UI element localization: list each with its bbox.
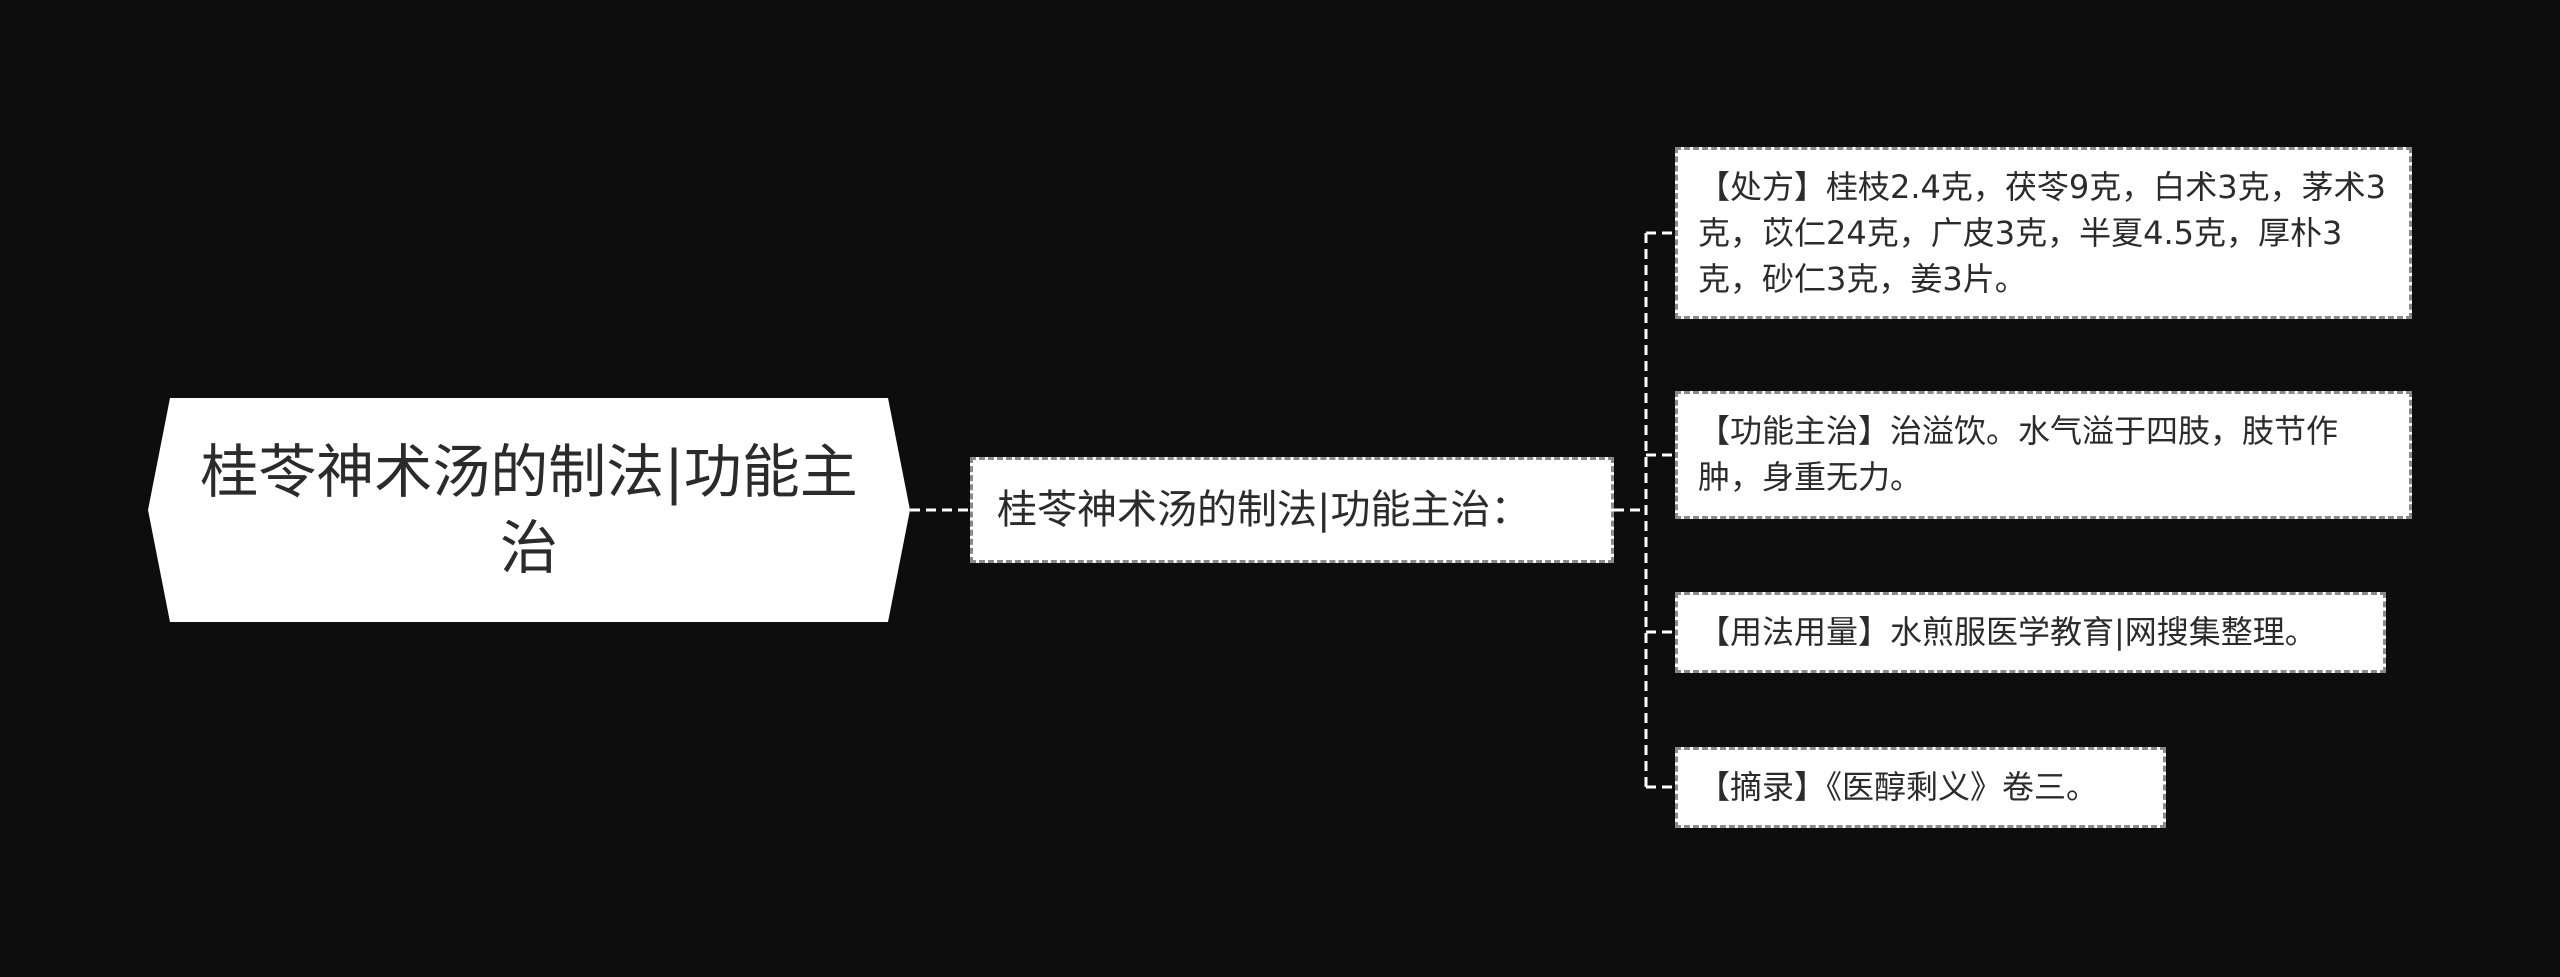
leaf-node-label: 【功能主治】治溢饮。水气溢于四肢，肢节作肿，身重无力。 [1698,412,2339,496]
leaf-node-prescription[interactable]: 【处方】桂枝2.4克，茯苓9克，白术3克，茅术3克，苡仁24克，广皮3克，半夏4… [1675,147,2412,319]
root-node[interactable]: 桂苓神术汤的制法|功能主治 [148,398,910,622]
leaf-node-label: 【处方】桂枝2.4克，茯苓9克，白术3克，茅术3克，苡仁24克，广皮3克，半夏4… [1698,168,2386,298]
leaf-node-indications[interactable]: 【功能主治】治溢饮。水气溢于四肢，肢节作肿，身重无力。 [1675,391,2412,519]
leaf-node-source[interactable]: 【摘录】《医醇剩义》卷三。 [1675,747,2166,828]
mid-node-label: 桂苓神术汤的制法|功能主治： [997,487,1531,533]
leaf-node-label: 【摘录】《医醇剩义》卷三。 [1698,768,2099,806]
root-node-label: 桂苓神术汤的制法|功能主治 [200,438,858,582]
leaf-node-label: 【用法用量】水煎服医学教育|网搜集整理。 [1698,613,2317,651]
leaf-node-usage[interactable]: 【用法用量】水煎服医学教育|网搜集整理。 [1675,592,2386,673]
mid-node[interactable]: 桂苓神术汤的制法|功能主治： [970,457,1614,563]
